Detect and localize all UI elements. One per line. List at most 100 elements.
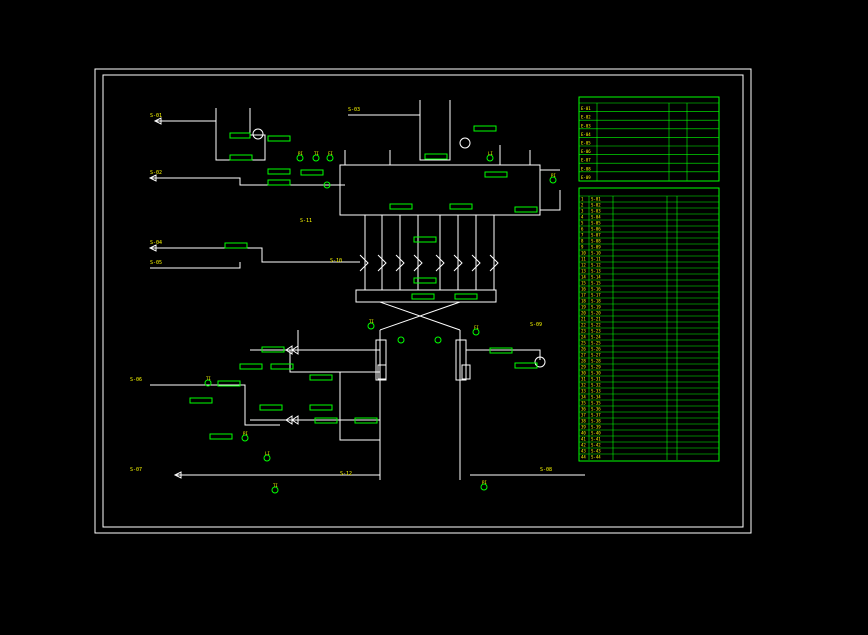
- instrument-tag: PI: [482, 480, 487, 485]
- stream-label: S-07: [130, 467, 142, 473]
- header-outlet-right: [540, 169, 561, 211]
- right-side-feed: [466, 349, 541, 360]
- pipeline-table-border: [578, 187, 720, 462]
- instrument-bubbles: [204, 154, 557, 494]
- stream-label: S-12: [340, 471, 352, 477]
- table-cell: 10: [581, 251, 586, 256]
- table-cell: 23: [581, 329, 586, 334]
- table-cell: S-13: [591, 269, 601, 274]
- reactor-header: [339, 164, 541, 216]
- table-cell: S-25: [591, 341, 601, 346]
- stream-label: S-04: [150, 240, 162, 246]
- table-cell: S-04: [591, 215, 601, 220]
- table-cell: S-20: [591, 311, 601, 316]
- instrument-tag: FI: [328, 151, 333, 156]
- table-cell: S-44: [591, 455, 601, 460]
- table-cell: S-15: [591, 281, 601, 286]
- table-cell: 11: [581, 257, 586, 262]
- table-cell: 3: [581, 209, 584, 214]
- table-cell: S-30: [591, 371, 601, 376]
- table-cell: 37: [581, 413, 586, 418]
- instrument-tag: PI: [298, 151, 303, 156]
- table-cell: 27: [581, 353, 586, 358]
- table-cell: S-02: [591, 203, 601, 208]
- left-branch-line: [150, 177, 345, 186]
- table-cell: 18: [581, 299, 586, 304]
- table-cell: S-33: [591, 389, 601, 394]
- stream-label: S-01: [150, 113, 162, 119]
- table-cell: E-03: [581, 123, 591, 128]
- line-to-heater: [225, 108, 266, 161]
- table-cell: 4: [581, 215, 584, 220]
- stream-label: S-11: [300, 218, 312, 224]
- table-cell: E-04: [581, 132, 591, 137]
- table-cell: 5: [581, 221, 584, 226]
- table-cell: 24: [581, 335, 586, 340]
- table-cell: 12: [581, 263, 586, 268]
- separator-left: [375, 339, 387, 381]
- outlet-arrows: [148, 117, 182, 479]
- valve-symbols: [285, 345, 299, 425]
- table-cell: S-10: [591, 251, 601, 256]
- inner-frame: [102, 74, 744, 528]
- table-cell: 34: [581, 395, 586, 400]
- table-cell: 26: [581, 347, 586, 352]
- pump-symbol-2: [459, 137, 471, 149]
- table-cell: S-22: [591, 323, 601, 328]
- table-cell: 28: [581, 359, 586, 364]
- table-cell: 25: [581, 341, 586, 346]
- instrument-tag: PI: [551, 173, 556, 178]
- table-cell: S-26: [591, 347, 601, 352]
- table-cell: S-21: [591, 317, 601, 322]
- table-cell: 35: [581, 401, 586, 406]
- lower-left-drop: [289, 330, 380, 373]
- instrument-tag: PI: [243, 431, 248, 436]
- equipment-table: E-01E-02E-03E-04E-05E-06E-07E-08E-09: [578, 96, 720, 182]
- table-cell: 40: [581, 431, 586, 436]
- table-cell: S-38: [591, 419, 601, 424]
- feed-line-upper: [215, 121, 225, 161]
- table-cell: 44: [581, 455, 586, 460]
- table-cell: S-09: [591, 245, 601, 250]
- table-cell: E-01: [581, 106, 591, 111]
- table-cell: S-08: [591, 239, 601, 244]
- table-cell: 42: [581, 443, 586, 448]
- crossover-lines: [379, 301, 461, 331]
- instrument-tag: TI: [206, 376, 211, 381]
- table-cell: S-11: [591, 257, 601, 262]
- lower-left-loop: [339, 372, 380, 441]
- instrument-tag: TI: [314, 151, 319, 156]
- table-cell: S-12: [591, 263, 601, 268]
- instrument-tag: LI: [488, 151, 493, 156]
- table-cell: S-23: [591, 329, 601, 334]
- table-cell: 41: [581, 437, 586, 442]
- table-cell: S-31: [591, 377, 601, 382]
- table-cell: 22: [581, 323, 586, 328]
- instrument-tag: TI: [369, 319, 374, 324]
- table-cell: S-24: [591, 335, 601, 340]
- table-cell: S-37: [591, 413, 601, 418]
- table-cell: 20: [581, 311, 586, 316]
- table-cell: 32: [581, 383, 586, 388]
- table-cell: 8: [581, 239, 584, 244]
- table-cell: S-07: [591, 233, 601, 238]
- table-cell: S-16: [591, 287, 601, 292]
- stream-label: S-10: [330, 258, 342, 264]
- stream-label: S-06: [130, 377, 142, 383]
- table-cell: 33: [581, 389, 586, 394]
- header-top-lines: [344, 145, 531, 165]
- table-cell: S-27: [591, 353, 601, 358]
- stream-label: S-03: [348, 107, 360, 113]
- table-cell: 2: [581, 203, 584, 208]
- table-cell: 7: [581, 233, 584, 238]
- instrument-tag: TI: [273, 483, 278, 488]
- bundle-inlet-line-2: [150, 262, 241, 269]
- tube-bundle: [359, 215, 499, 290]
- table-cell: 1: [581, 197, 584, 202]
- lower-left-branch: [150, 384, 280, 426]
- table-cell: 6: [581, 227, 584, 232]
- table-cell: 9: [581, 245, 584, 250]
